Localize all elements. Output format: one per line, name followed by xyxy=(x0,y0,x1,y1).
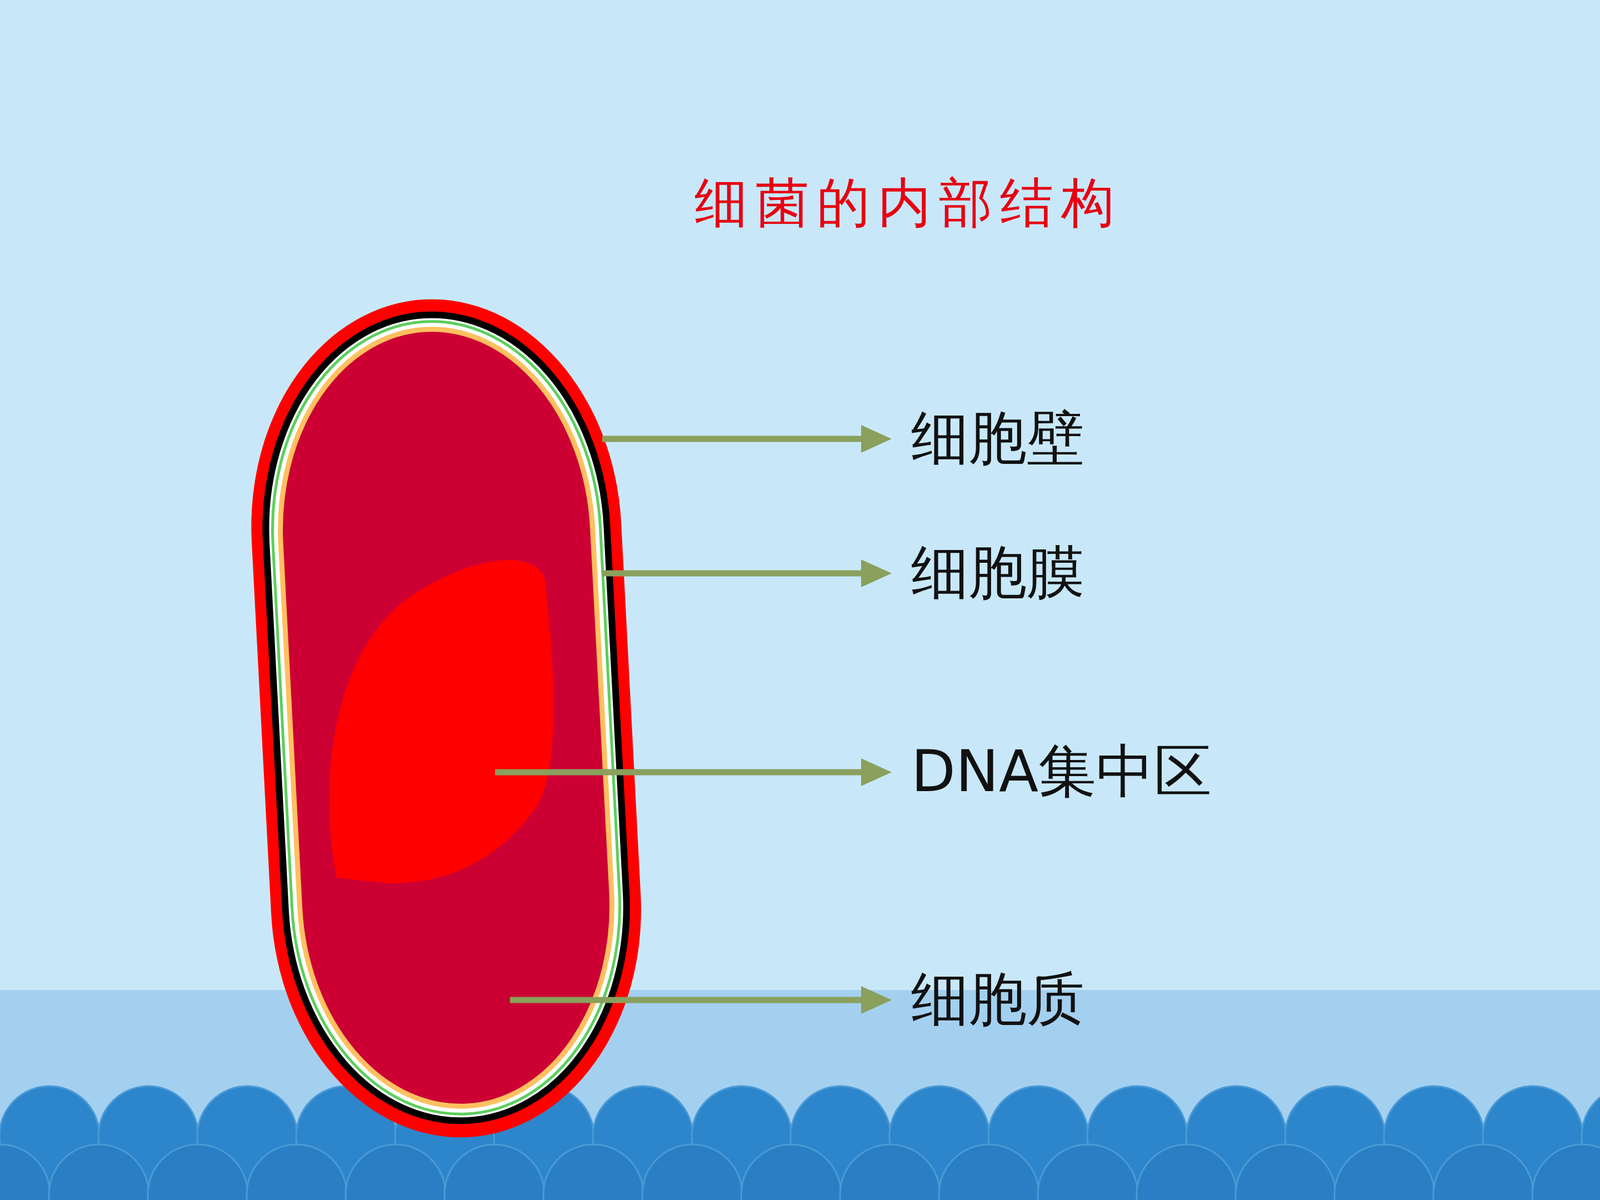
leader-line xyxy=(602,436,867,443)
leader-line xyxy=(510,997,867,1004)
wave-scallop xyxy=(246,1144,347,1200)
wave-scallop xyxy=(1433,1144,1534,1200)
wave-scallop xyxy=(642,1144,743,1200)
part-label: DNA集中区 xyxy=(911,733,1212,812)
cell-membrane-cytoplasm xyxy=(270,321,623,1114)
wave-scallop xyxy=(840,1144,940,1200)
cell-wall xyxy=(255,306,638,1130)
outer-capsule xyxy=(239,290,653,1148)
wave-scallop xyxy=(48,1144,149,1200)
bacterium-cell xyxy=(239,290,653,1148)
wave-scallop xyxy=(938,1144,1039,1200)
arrow-head xyxy=(861,559,892,588)
wave-scallop xyxy=(1334,1144,1435,1200)
part-label: 细胞质 xyxy=(911,961,1085,1039)
leader-line xyxy=(495,769,867,776)
arrow-head xyxy=(861,986,892,1014)
wave-scallop xyxy=(1136,1144,1237,1200)
wave-scallop xyxy=(147,1144,248,1200)
dna-region xyxy=(328,560,554,884)
wave-scallop xyxy=(1037,1144,1138,1200)
wave-scallop xyxy=(1235,1144,1336,1200)
arrow-head xyxy=(861,425,892,453)
wave-scallop xyxy=(543,1144,644,1200)
part-label: 细胞壁 xyxy=(911,400,1085,478)
wave-scallop xyxy=(0,1144,50,1200)
wave-scallop xyxy=(741,1144,842,1200)
wave-scallop xyxy=(1532,1144,1600,1200)
wave-scallops xyxy=(0,1086,1600,1200)
arrow-head xyxy=(861,758,892,787)
leader-arrows xyxy=(495,425,892,1014)
slide-title: 细菌的内部结构 xyxy=(694,167,1123,240)
wave-scallop xyxy=(444,1144,545,1200)
part-label: 细胞膜 xyxy=(911,534,1085,613)
wave-scallop xyxy=(345,1144,446,1200)
leader-line xyxy=(602,570,867,577)
